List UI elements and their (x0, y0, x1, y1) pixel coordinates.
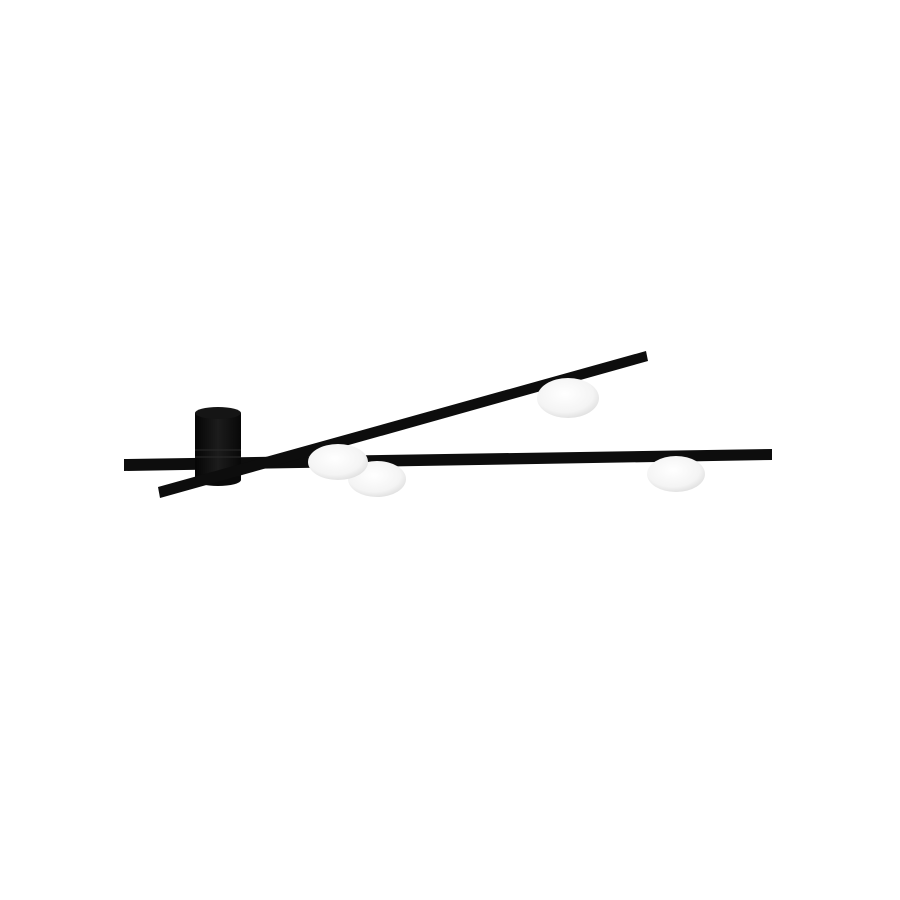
globe-light (308, 444, 368, 480)
horizontal-arm (124, 449, 772, 471)
globe-light (537, 378, 599, 418)
diagonal-arm (158, 351, 648, 498)
globe-light (647, 456, 705, 492)
